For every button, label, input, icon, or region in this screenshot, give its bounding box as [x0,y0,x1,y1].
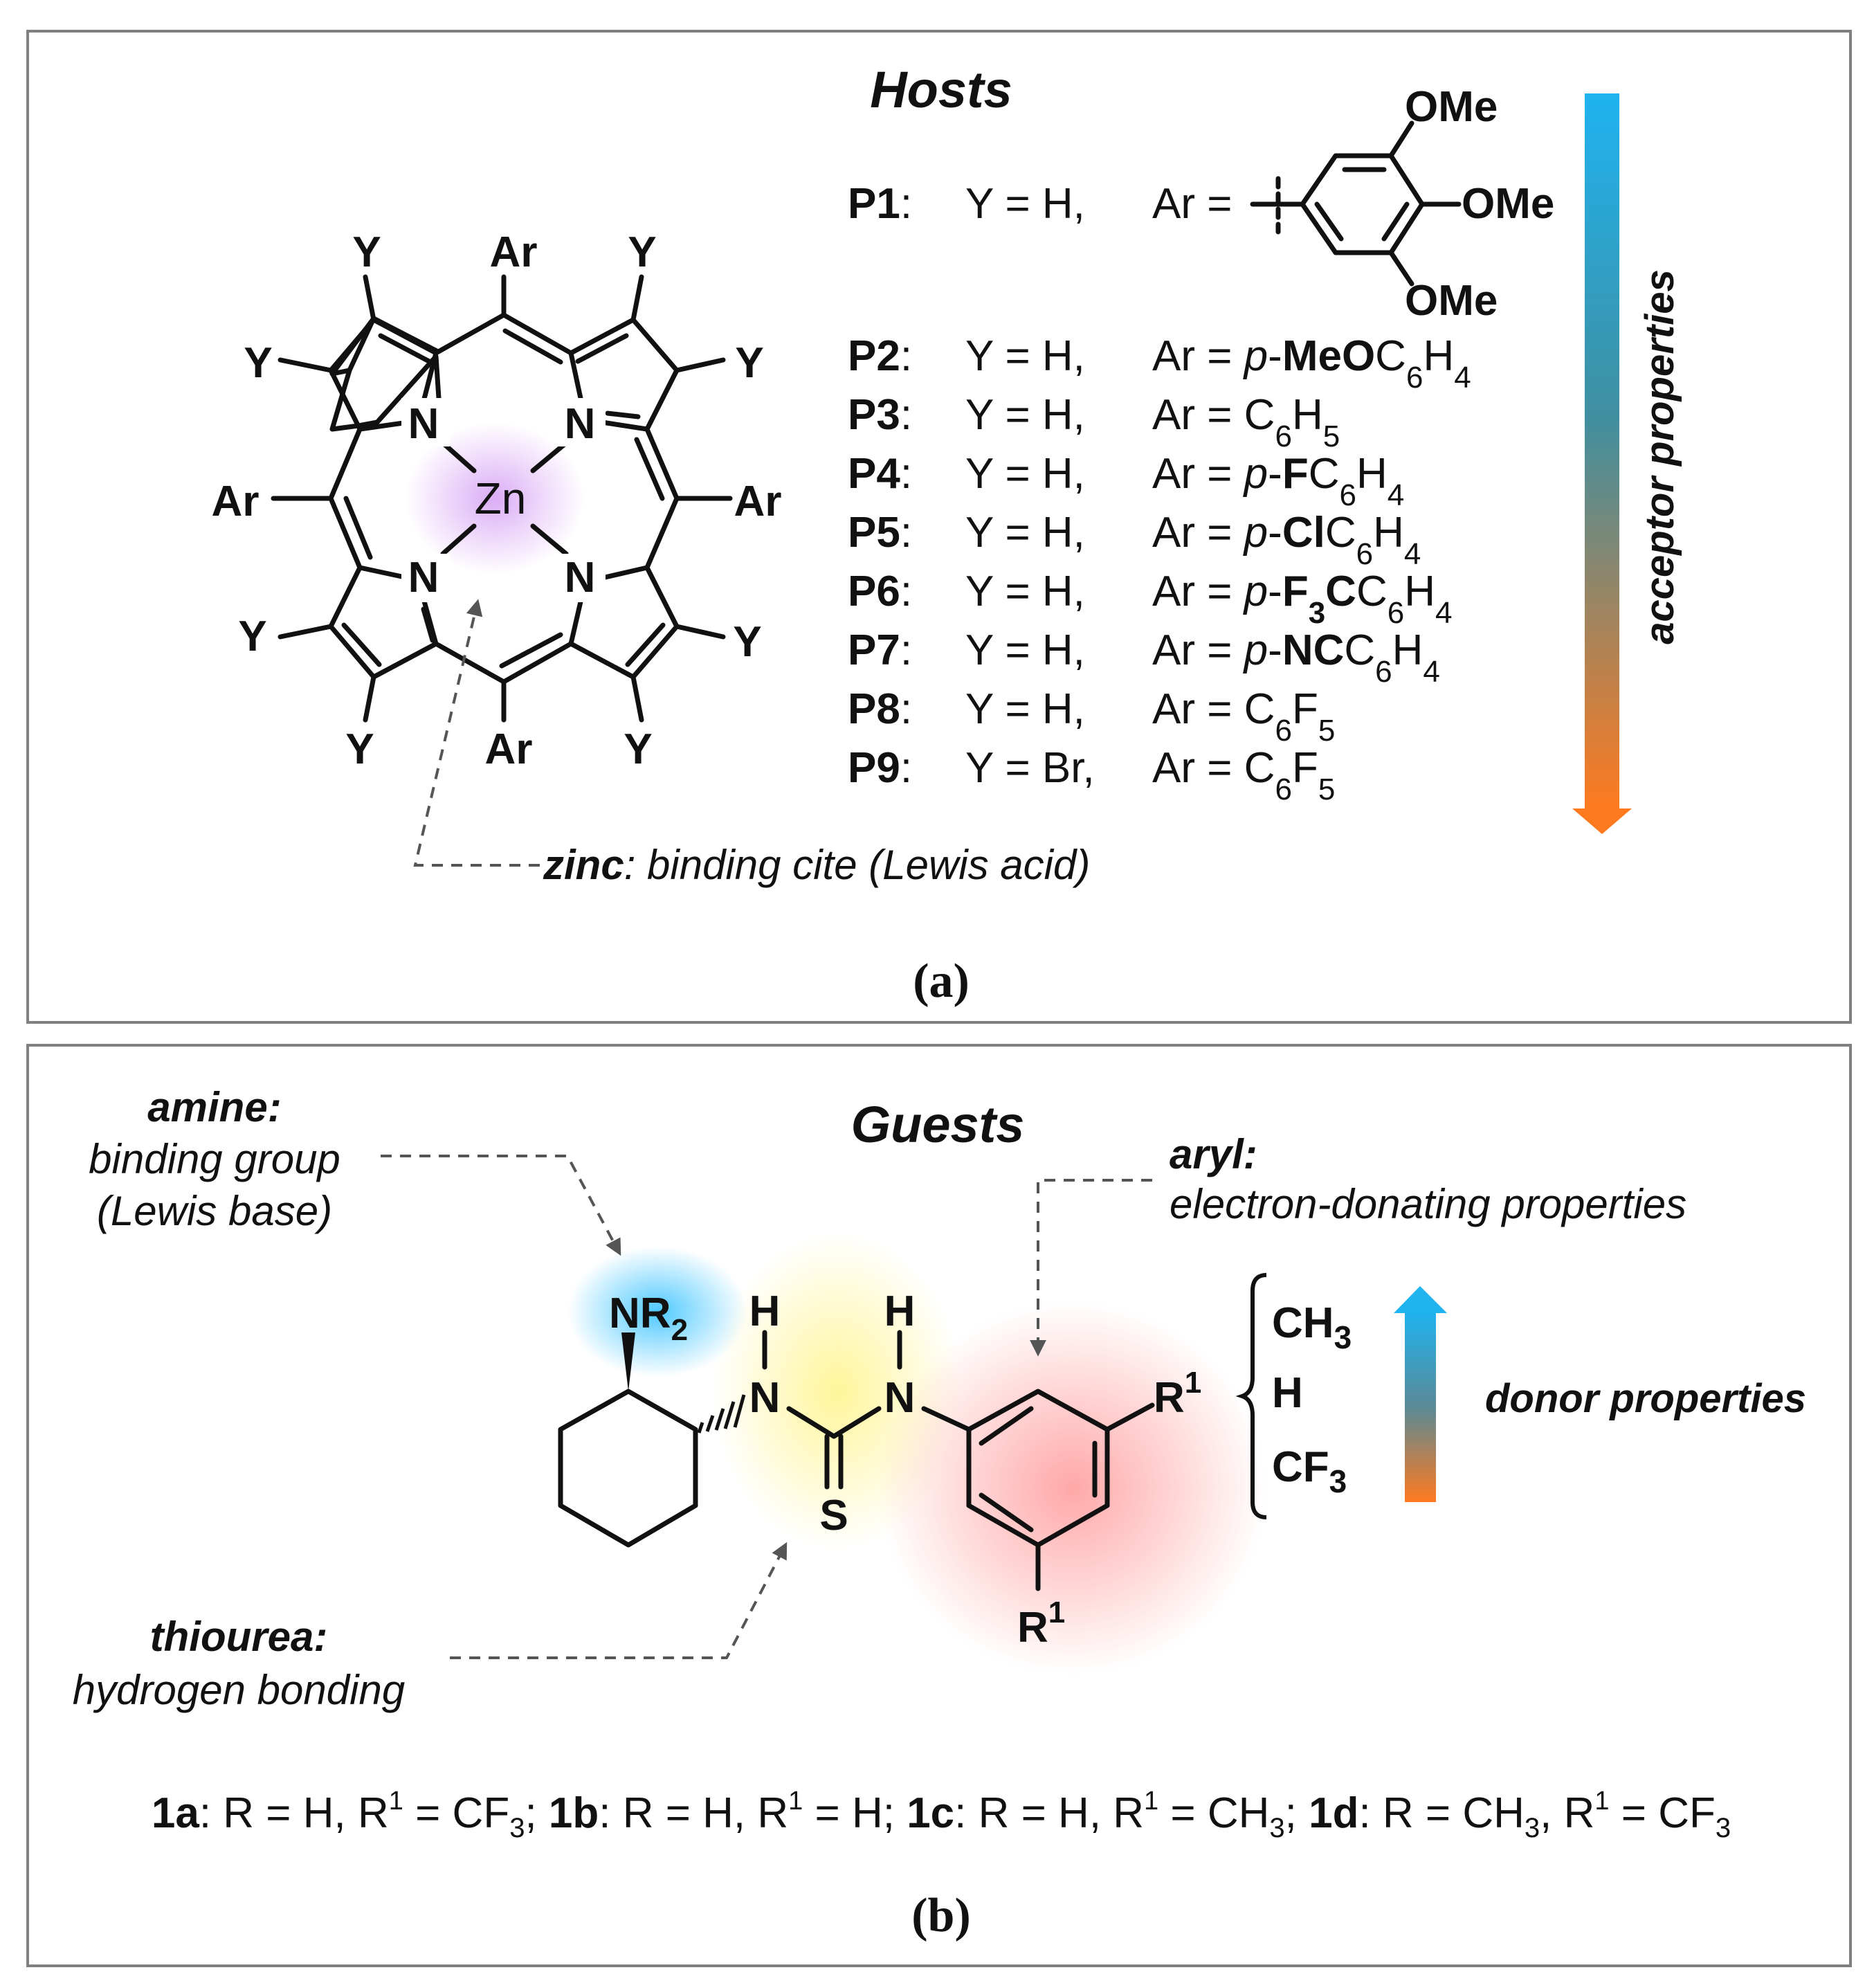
beta-y-label: Y [628,228,656,276]
zinc-annotation: zinc: binding cite (Lewis acid) [543,842,1090,888]
trimethoxyphenyl-structure [1250,120,1462,287]
host-y-value: Y = H, [965,450,1085,498]
host-ar-value: Ar = C6F5 [1152,744,1335,806]
host-id: P7: [848,626,912,674]
nitrogen-label: N [408,400,439,448]
beta-y-label: Y [244,339,272,387]
nitrogen-label: N [408,554,439,602]
aryl-line: electron-donating properties [1170,1181,1686,1227]
r1-label: R1 [1154,1366,1201,1422]
host-ar-value: Ar = C6H5 [1152,391,1340,453]
amine-pointer [381,1155,621,1256]
porphyrin-labels: N N N N Zn Ar Ar Ar Ar Y Y Y Y Y Y Y Y [212,228,782,773]
guests-title: Guests [851,1096,1025,1153]
meso-ar-label: Ar [490,228,538,276]
zinc-pointer [413,599,540,867]
amine-highlight [567,1246,747,1377]
beta-y-label: Y [733,618,761,666]
host-id: P5: [848,509,912,557]
host-ar-value: Ar = C6F5 [1152,685,1335,748]
beta-y-label: Y [735,339,763,387]
wedge-bond [621,1332,635,1391]
host-y-value: Y = H, [965,332,1085,380]
nitrogen-label: N [565,554,596,602]
r1-label: R1 [1017,1596,1065,1652]
donor-arrow-head [1394,1286,1447,1313]
panel-b-label: (b) [911,1889,971,1942]
host-ar-value: Ar = p-F3CC6H4 [1152,568,1452,630]
donor-label: donor properties [1485,1376,1806,1421]
thiourea-pointer [450,1542,788,1659]
amine-line2: (Lewis base) [97,1188,332,1234]
nitrogen-label: N [565,400,596,448]
nr2-label: NR2 [609,1290,688,1347]
s-label: S [819,1492,848,1539]
host-id: P9: [848,744,912,792]
host-id: P3: [848,391,912,439]
substituent-h: H [1272,1369,1303,1417]
host-y-value: Y = H, [965,626,1085,674]
aryl-highlight [879,1301,1266,1675]
zinc-label: Zn [475,473,527,523]
host-ar-value: Ar = p-ClC6H4 [1152,509,1421,571]
substituent-brace [1235,1273,1267,1519]
host-ar-value: Ar = [1152,180,1232,228]
beta-y-label: Y [624,725,652,773]
host-y-value: Y = H, [965,391,1085,439]
host-id: P4: [848,450,912,498]
h-label: H [749,1287,781,1335]
host-id: P2: [848,332,912,380]
porphyrin-structure [271,274,733,723]
panel-a-label: (a) [913,955,970,1008]
host-id: P1: [848,180,912,228]
guest-labels: NR2 H H N N S R1 R1 [609,1287,1201,1652]
acceptor-arrow-head [1572,808,1632,834]
acceptor-gradient-arrow [1585,93,1619,810]
host-ar-value: Ar = p-FC6H4 [1152,450,1404,512]
host-ar-value: Ar = p-NCC6H4 [1152,626,1440,689]
beta-y-label: Y [238,613,266,660]
beta-y-label: Y [352,228,381,276]
thiourea-structure [558,1330,1155,1591]
host-y-value: Y = H, [965,685,1085,733]
ome-label: OMe [1462,180,1554,228]
amine-title: amine: [147,1084,281,1130]
host-y-value: Y = H, [965,509,1085,557]
h-label: H [884,1287,916,1335]
hosts-title: Hosts [870,61,1012,118]
n-label: N [749,1374,781,1422]
host-id: P6: [848,568,912,615]
host-y-value: Y = H, [965,180,1085,228]
host-y-value: Y = Br, [965,744,1095,792]
host-y-value: Y = H, [965,568,1085,615]
host-id: P8: [848,685,912,733]
host-ar-value: Ar = p-MeOC6H4 [1152,332,1471,395]
aryl-title: aryl: [1170,1131,1257,1177]
compounds-line: 1a: R = H, R1 = CF3; 1b: R = H, R1 = H; … [152,1787,1731,1843]
acceptor-label: acceptor properties [1637,269,1682,644]
meso-ar-label: Ar [485,725,533,773]
beta-y-label: Y [345,725,374,773]
thiourea-line: hydrogen bonding [73,1667,405,1713]
ome-label: OMe [1405,83,1498,131]
donor-gradient-arrow [1405,1312,1436,1502]
meso-ar-label: Ar [734,478,782,525]
n-label: N [884,1374,916,1422]
meso-ar-label: Ar [212,478,260,525]
substituent-cf3: CF3 [1272,1443,1347,1499]
panel-b-frame [26,1044,1852,1967]
ome-label: OMe [1405,277,1498,325]
amine-line1: binding group [89,1136,340,1182]
panel-a-frame [26,30,1852,1024]
zinc-highlight [405,422,585,575]
substituent-ch3: CH3 [1272,1299,1352,1355]
thiourea-title: thiourea: [150,1614,328,1660]
